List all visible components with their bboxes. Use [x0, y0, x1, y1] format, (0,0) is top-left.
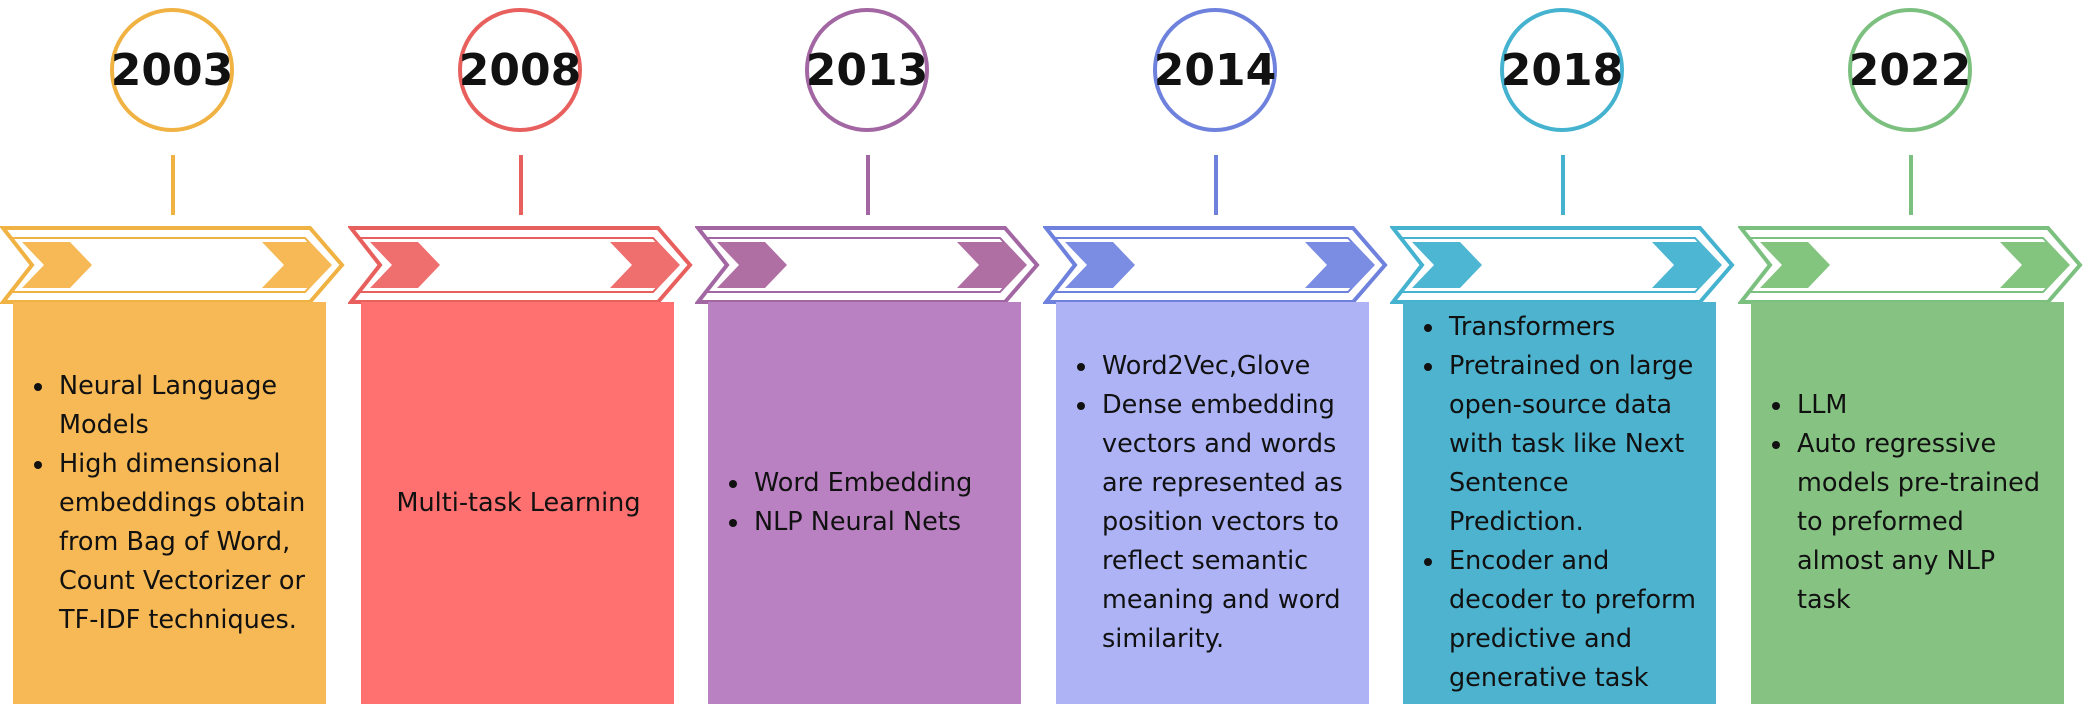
- bullet-item: Pretrained on large open-source data wit…: [1413, 347, 1708, 542]
- arrow-band-graphic: [1390, 226, 1735, 304]
- arrow-band-graphic: [348, 226, 693, 304]
- chevron-right-icon: [2000, 242, 2070, 288]
- bullet-item: LLM: [1761, 386, 2056, 425]
- bullet-item: Word2Vec,Glove: [1066, 347, 1361, 386]
- chevron-right-icon: [610, 242, 680, 288]
- connector-line: [171, 155, 175, 215]
- chevron-left-icon: [1065, 242, 1135, 288]
- connector-line: [1561, 155, 1565, 215]
- bullet-item: Auto regressive models pre-trained to pr…: [1761, 425, 2056, 620]
- arrow-band-graphic: [0, 226, 345, 304]
- bullet-item: High dimensional embeddings obtain from …: [23, 445, 318, 640]
- arrow-inner-outline: [8, 237, 332, 293]
- connector-line: [866, 155, 870, 215]
- year-circle: 2013: [805, 8, 929, 132]
- chevron-right-icon: [1652, 242, 1722, 288]
- chevron-right-icon: [1305, 242, 1375, 288]
- arrow-inner-outline: [1051, 237, 1375, 293]
- chevron-left-icon: [717, 242, 787, 288]
- arrow-inner-outline: [356, 237, 680, 293]
- arrow-band-graphic: [1738, 226, 2083, 304]
- chevron-right-icon: [262, 242, 332, 288]
- stage-label: Multi-task Learning: [396, 487, 641, 518]
- stage-info-box: Multi-task Learning: [361, 302, 674, 704]
- bullet-item: Neural Language Models: [23, 367, 318, 445]
- year-circle: 2022: [1848, 8, 1972, 132]
- bullet-item: Dense embedding vectors and words are re…: [1066, 386, 1361, 659]
- chevron-right-icon: [957, 242, 1027, 288]
- arrow-inner-outline: [1746, 237, 2070, 293]
- chevron-left-icon: [22, 242, 92, 288]
- year-circle: 2003: [110, 8, 234, 132]
- arrow-inner-outline: [1398, 237, 1722, 293]
- arrow-band-graphic: [1043, 226, 1388, 304]
- arrow-band: [1738, 225, 2085, 305]
- arrow-band: [348, 225, 695, 305]
- arrow-band: [1390, 225, 1737, 305]
- chevron-left-icon: [1760, 242, 1830, 288]
- year-circle: 2008: [458, 8, 582, 132]
- arrow-inner-outline: [703, 237, 1027, 293]
- bullet-item: NLP Neural Nets: [718, 503, 1013, 542]
- chevron-left-icon: [1412, 242, 1482, 288]
- chevron-left-icon: [370, 242, 440, 288]
- connector-line: [519, 155, 523, 215]
- arrow-band: [0, 225, 347, 305]
- bullet-item: Encoder and decoder to preform predictiv…: [1413, 542, 1708, 698]
- arrow-band: [1043, 225, 1390, 305]
- arrow-band: [695, 225, 1042, 305]
- bullet-item: Transformers: [1413, 308, 1708, 347]
- arrow-band-graphic: [695, 226, 1040, 304]
- connector-line: [1214, 155, 1218, 215]
- bullet-item: Word Embedding: [718, 464, 1013, 503]
- year-circle: 2014: [1153, 8, 1277, 132]
- year-circle: 2018: [1500, 8, 1624, 132]
- connector-line: [1909, 155, 1913, 215]
